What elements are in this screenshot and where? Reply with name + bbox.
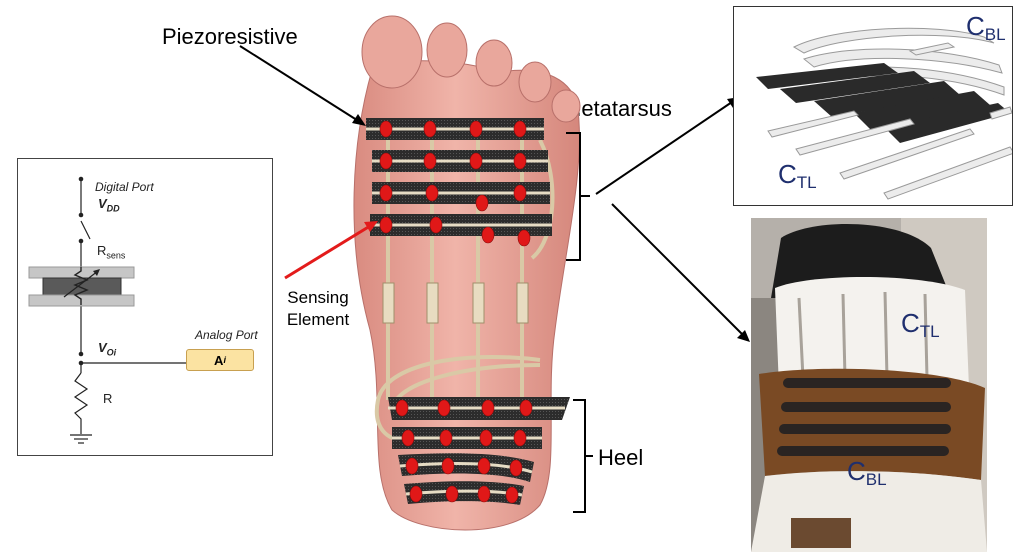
vdd-label: VDD <box>98 196 120 214</box>
circuit-drawing <box>18 159 274 457</box>
toe-3 <box>476 40 512 86</box>
circuit-diagram: Digital Port VDD Rsens Analog Port VOi R <box>17 158 273 456</box>
toe-2 <box>427 23 467 77</box>
analog-port-label: Analog Port <box>195 328 258 342</box>
ctl-label-render: CTL <box>778 159 817 193</box>
photo-drawing <box>751 218 987 552</box>
big-toe <box>362 16 422 88</box>
capacitor-layers-render: CBL CTL <box>733 6 1013 206</box>
toe-4 <box>519 62 551 102</box>
ctl-label-photo: CTL <box>901 308 940 342</box>
digital-port-label: Digital Port <box>95 180 154 194</box>
rsens-label: Rsens <box>97 243 125 261</box>
cbl-label-photo: CBL <box>847 456 887 490</box>
heel-bracket <box>573 400 593 512</box>
r-label: R <box>103 391 112 406</box>
voi-label: VOi <box>98 340 116 358</box>
cbl-label-render: CBL <box>966 11 1006 45</box>
toe-5 <box>552 90 580 122</box>
insole-photo: CTL CBL <box>751 218 987 552</box>
